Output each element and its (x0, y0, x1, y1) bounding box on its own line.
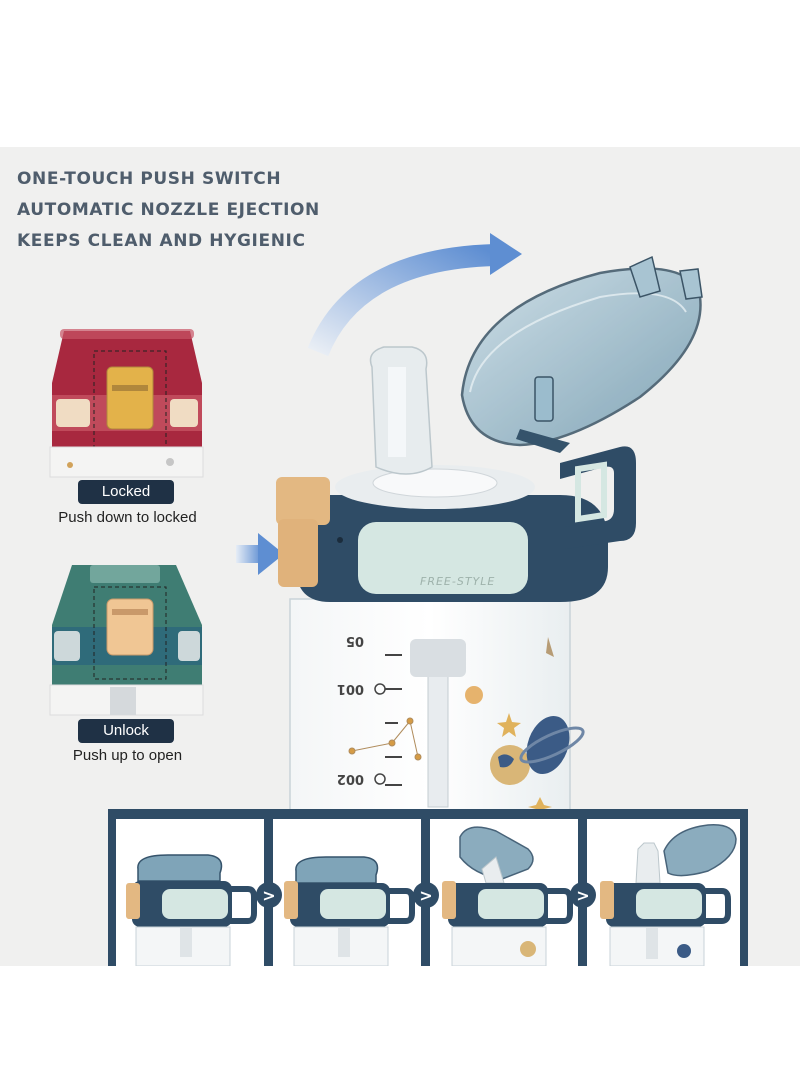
flip-lid (460, 255, 703, 453)
step-arrow-2-glyph: > (419, 886, 432, 905)
product-illustration: 05 001 002 (49, 233, 703, 817)
step-arrow-3: > (570, 882, 596, 908)
locked-cap-illustration (49, 329, 204, 478)
step-4-open (600, 824, 737, 966)
step-arrow-1-glyph: > (262, 886, 275, 905)
step-arrow-2: > (413, 882, 439, 908)
bottle: 05 001 002 (289, 598, 585, 817)
step-arrow-1: > (256, 882, 282, 908)
step-1-closed (126, 854, 257, 966)
product-panel: 05 001 002 (0, 147, 800, 966)
headline-line-3: KEEPS CLEAN AND HYGIENIC (17, 231, 306, 251)
step-arrow-3-glyph: > (576, 886, 589, 905)
svg-text:002: 002 (337, 771, 364, 786)
bottle-lid: FREE-STYLE (276, 446, 636, 602)
steps-illustration: > > > (108, 809, 748, 966)
spout-nozzle (369, 346, 433, 475)
push-arrow (236, 533, 284, 575)
headline-line-2: AUTOMATIC NOZZLE EJECTION (17, 200, 320, 220)
unlocked-cap-illustration (49, 565, 204, 716)
svg-text:001: 001 (337, 681, 364, 696)
step-2-unlocking (284, 856, 415, 966)
step-3-opening (442, 826, 573, 966)
opening-steps-strip: > > > (108, 809, 748, 966)
brand-label: FREE-STYLE (420, 575, 495, 588)
unlock-caption: Push up to open (72, 747, 183, 764)
unlock-badge: Unlock (78, 719, 174, 743)
locked-caption: Push down to locked (58, 509, 197, 526)
svg-text:05: 05 (346, 633, 364, 648)
headline-line-1: ONE-TOUCH PUSH SWITCH (17, 169, 282, 189)
locked-badge: Locked (78, 480, 174, 504)
open-direction-arrow (307, 233, 522, 357)
